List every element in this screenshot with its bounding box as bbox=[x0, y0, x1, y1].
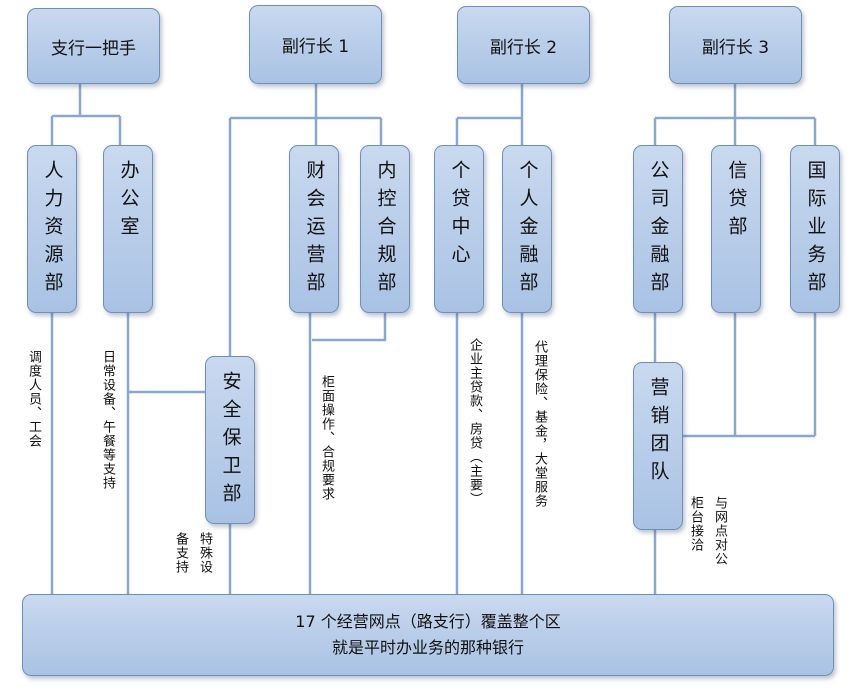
marketing-team-label: 营销团队 bbox=[647, 377, 670, 489]
marketing-team-box: 营销团队 bbox=[633, 362, 683, 530]
vice-president-2-box: 副行长 2 bbox=[457, 6, 590, 84]
office-annotation: 日常设备、午餐等支持 bbox=[100, 350, 115, 490]
retail-loan-center-box: 个贷中心 bbox=[434, 145, 484, 313]
vice-president-1-box: 副行长 1 bbox=[249, 5, 382, 84]
branch-network-box: 17 个经营网点（路支行）覆盖整个区 就是平时办业务的那种银行 bbox=[22, 594, 834, 676]
security-annotation-2: 备支持 bbox=[173, 532, 188, 574]
internal-control-label: 内控合规部 bbox=[374, 160, 397, 300]
credit-department-box: 信贷部 bbox=[711, 145, 761, 313]
vice-president-2-label: 副行长 2 bbox=[489, 37, 558, 58]
vice-president-3-label: 副行长 3 bbox=[701, 37, 770, 58]
international-business-label: 国际业务部 bbox=[804, 160, 827, 300]
personal-finance-annotation: 代理保险、基金，大堂服务 bbox=[532, 340, 547, 508]
vice-president-3-box: 副行长 3 bbox=[669, 6, 802, 84]
personal-finance-box: 个人金融部 bbox=[502, 145, 552, 313]
office-box: 办公室 bbox=[103, 145, 153, 313]
personal-finance-label: 个人金融部 bbox=[516, 160, 539, 300]
corporate-finance-box: 公司金融部 bbox=[633, 145, 683, 313]
hr-department-box: 人力资源部 bbox=[27, 145, 77, 313]
corporate-finance-label: 公司金融部 bbox=[647, 160, 670, 300]
branch-head-label: 支行一把手 bbox=[51, 38, 136, 59]
security-department-label: 安全保卫部 bbox=[219, 371, 242, 511]
branch-network-line-1: 17 个经营网点（路支行）覆盖整个区 bbox=[295, 612, 561, 631]
finance-annotation: 柜面操作、合规要求 bbox=[319, 375, 334, 501]
vice-president-1-label: 副行长 1 bbox=[281, 37, 350, 57]
office-label: 办公室 bbox=[117, 160, 140, 244]
credit-department-label: 信贷部 bbox=[725, 160, 748, 244]
international-business-box: 国际业务部 bbox=[790, 145, 840, 313]
finance-ops-box: 财会运营部 bbox=[289, 145, 339, 313]
retail-loan-center-label: 个贷中心 bbox=[448, 160, 471, 272]
marketing-annotation-1: 与网点对公 bbox=[712, 496, 727, 566]
branch-network-line-2: 就是平时办业务的那种银行 bbox=[331, 638, 524, 657]
retail-loan-annotation: 企业主贷款、房贷（主要） bbox=[467, 338, 482, 506]
security-annotation-1: 特殊设 bbox=[197, 532, 212, 574]
security-department-box: 安全保卫部 bbox=[205, 356, 255, 524]
finance-ops-label: 财会运营部 bbox=[303, 160, 326, 300]
internal-control-box: 内控合规部 bbox=[360, 145, 410, 313]
hr-annotation: 调度人员、工会 bbox=[26, 350, 41, 448]
branch-head-box: 支行一把手 bbox=[27, 8, 160, 84]
marketing-annotation-2: 柜台接洽 bbox=[688, 496, 703, 552]
hr-department-label: 人力资源部 bbox=[41, 160, 64, 300]
